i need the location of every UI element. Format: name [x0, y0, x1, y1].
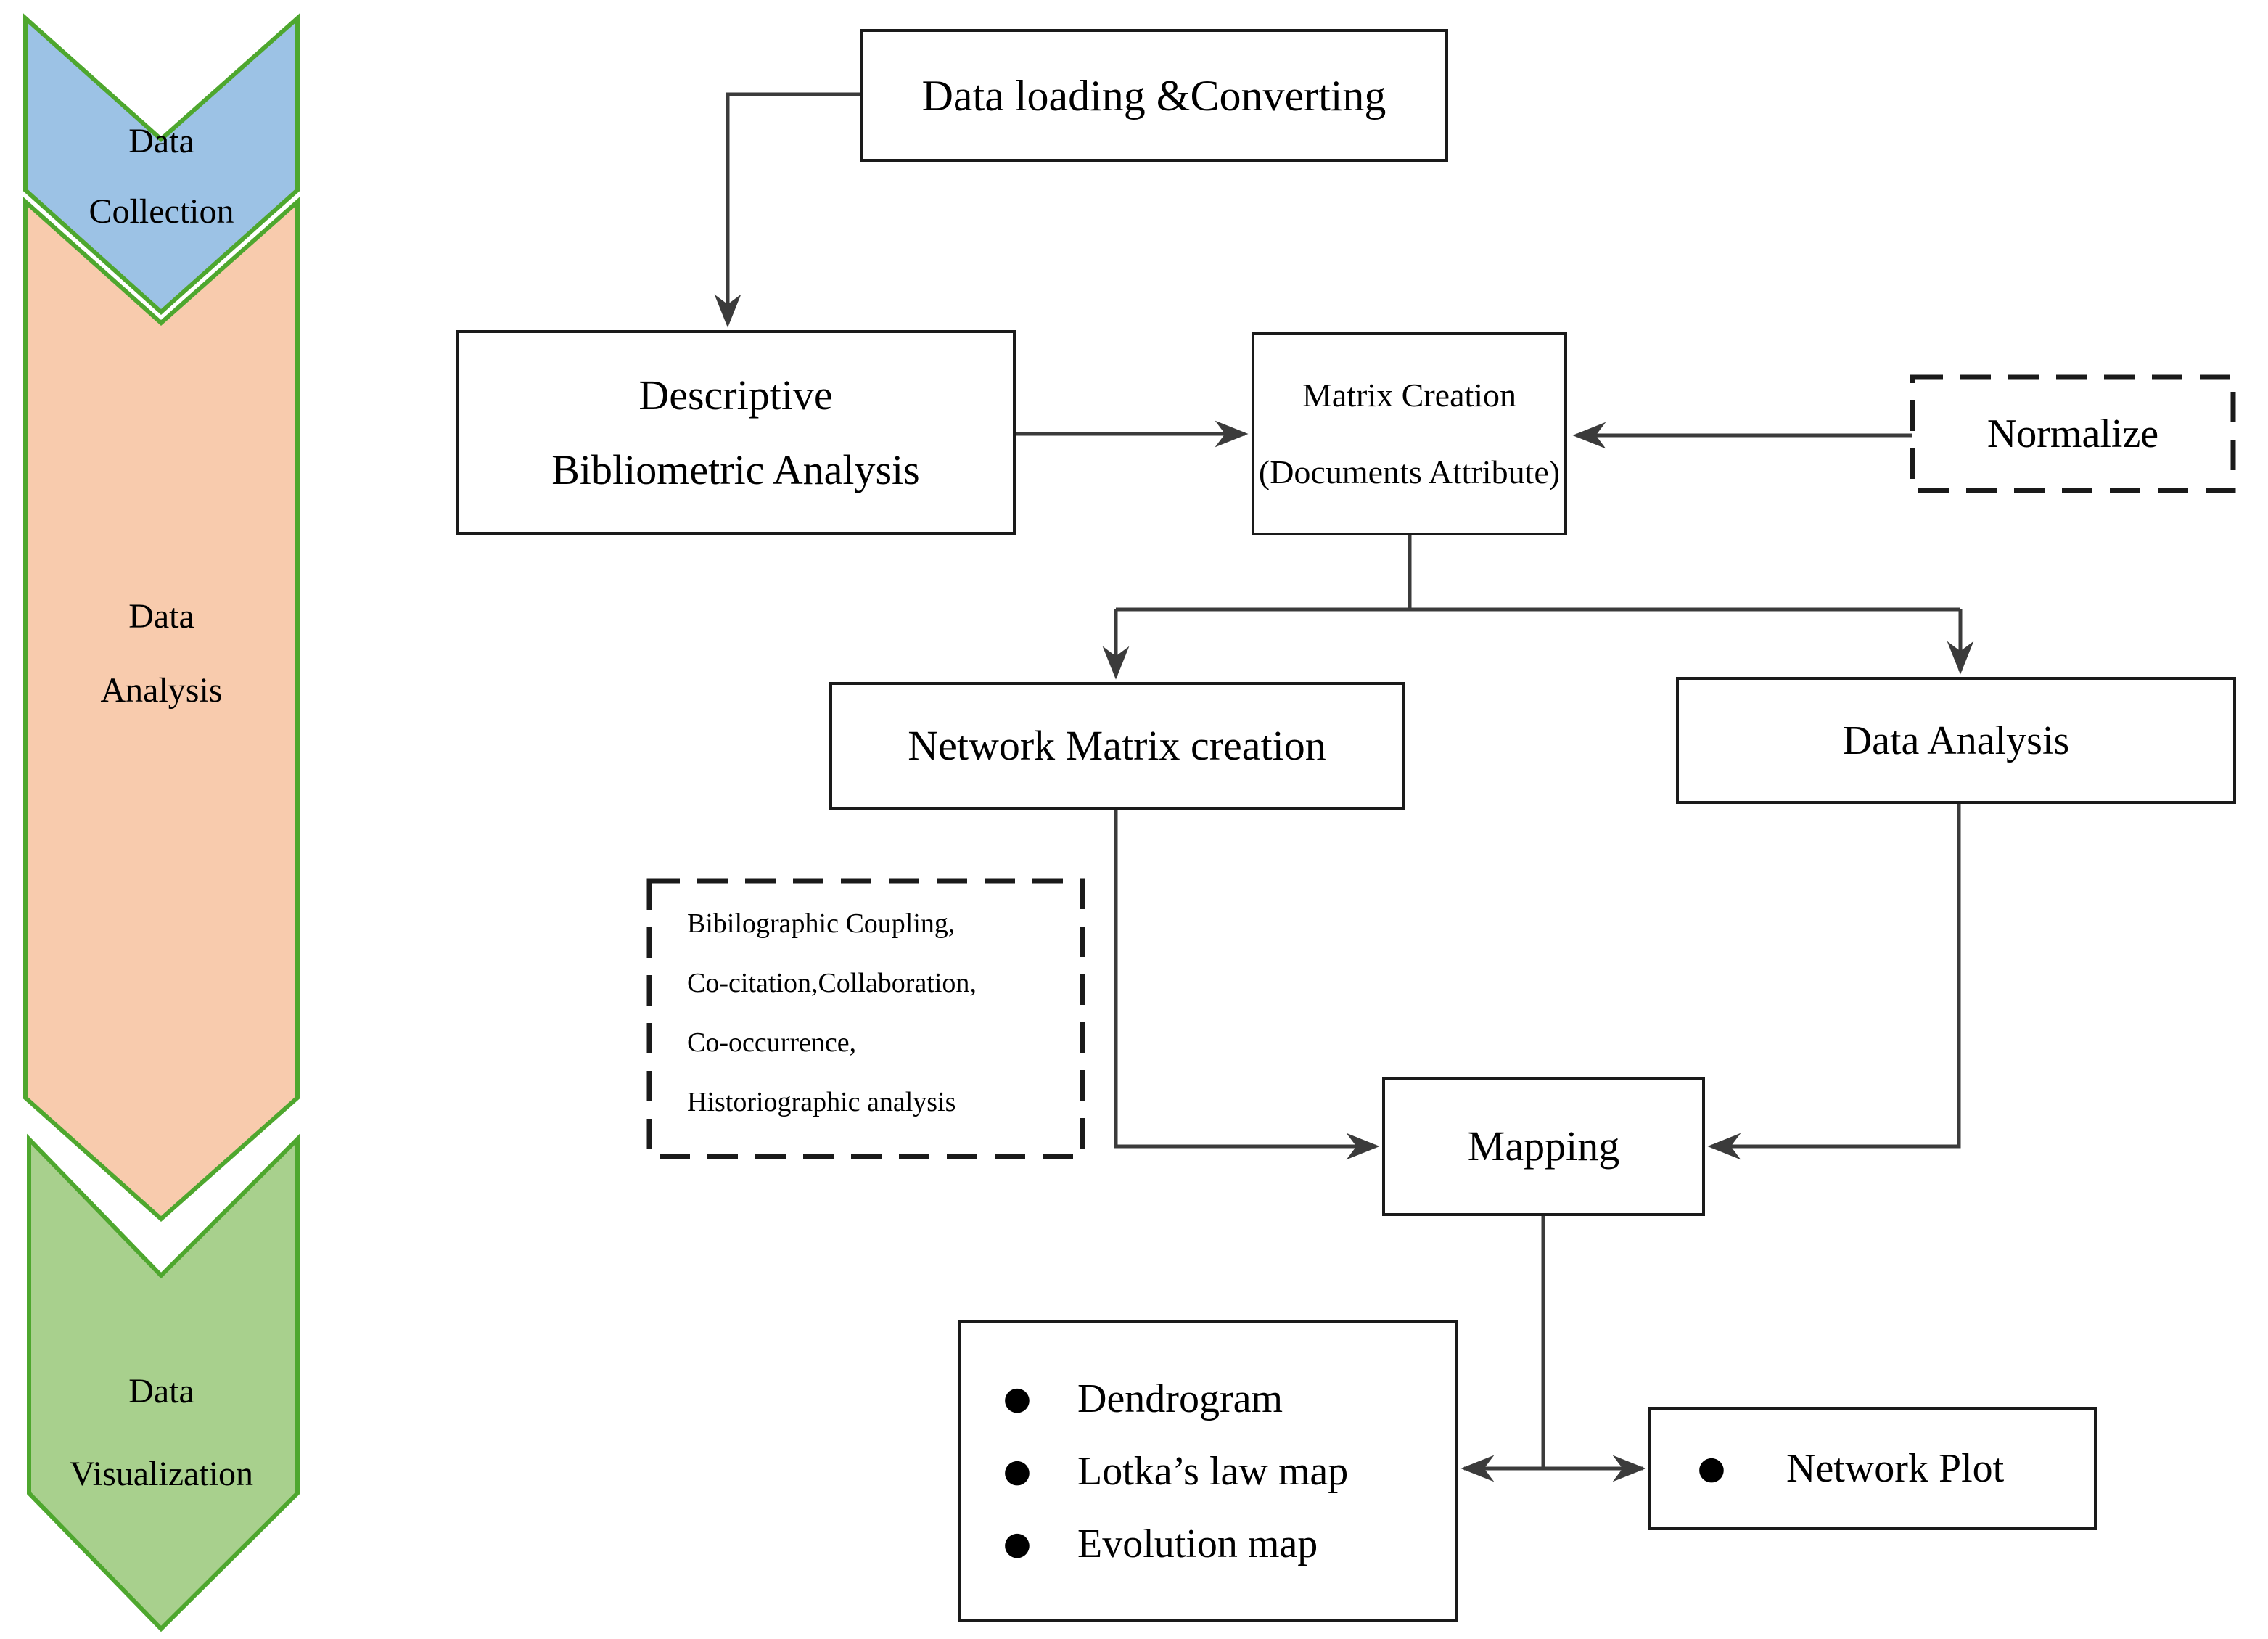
- map-output-row: ● Lotka’s law map: [1001, 1451, 1455, 1492]
- node-normalize: Normalize: [1912, 377, 2233, 490]
- node-methods-note: Bibilographic Coupling, Co-citation,Coll…: [649, 881, 1082, 1157]
- map-output-item-3: Evolution map: [1077, 1521, 1318, 1566]
- dashed-box-group: [646, 374, 2236, 1159]
- node-matrix-creation-line1: Matrix Creation: [1302, 377, 1517, 414]
- stage-collection-label-line2: Collection: [89, 192, 234, 231]
- map-output-item-2: Lotka’s law map: [1077, 1448, 1349, 1494]
- methods-note-box-outline: [646, 878, 1085, 1159]
- node-descriptive: Descriptive Bibliometric Analysis: [456, 330, 1016, 535]
- node-normalize-label: Normalize: [1986, 411, 2159, 456]
- stage-visualization-label-line2: Visualization: [69, 1455, 254, 1493]
- node-mapping: Mapping: [1382, 1077, 1705, 1216]
- map-output-row: ● Dendrogram: [1001, 1379, 1455, 1419]
- chevron-data-collection: [23, 13, 300, 316]
- bullet-icon: ●: [1003, 1379, 1032, 1417]
- node-mapping-label: Mapping: [1467, 1122, 1620, 1170]
- chevron-data-analysis: [23, 197, 300, 1223]
- connector-loading-to-descriptive: [714, 92, 860, 328]
- bullet-icon: ●: [1003, 1524, 1032, 1562]
- methods-note-line2: Co-citation,Collaboration,: [687, 968, 977, 998]
- stage-analysis-label-line2: Analysis: [100, 671, 223, 710]
- node-data-analysis: Data Analysis: [1676, 677, 2236, 804]
- chevron-data-visualization: [27, 1133, 300, 1632]
- bullet-icon: ●: [1003, 1452, 1032, 1490]
- network-plot-row: ● Network Plot: [1695, 1448, 2094, 1489]
- connector-network-matrix-to-mapping: [1114, 810, 1380, 1160]
- connectors-group: [714, 92, 1974, 1482]
- node-matrix-creation-line2: (Documents Attribute): [1258, 453, 1561, 490]
- node-descriptive-line2: Bibliometric Analysis: [551, 445, 920, 493]
- methods-note-line4: Historiographic analysis: [687, 1087, 956, 1117]
- node-descriptive-line1: Descriptive: [638, 371, 833, 419]
- stage-collection-label-line1: Data: [128, 122, 194, 160]
- node-data-analysis-label: Data Analysis: [1842, 718, 2070, 763]
- methods-note-line1: Bibilographic Coupling,: [687, 908, 956, 939]
- connector-data-analysis-to-mapping: [1707, 804, 1961, 1160]
- node-matrix-creation: Matrix Creation (Documents Attribute): [1252, 332, 1567, 535]
- node-network-matrix: Network Matrix creation: [829, 682, 1405, 810]
- node-network-plot: ● Network Plot: [1648, 1407, 2097, 1530]
- node-data-loading-label: Data loading &Converting: [921, 71, 1386, 120]
- methods-note-line3: Co-occurrence,: [687, 1027, 857, 1058]
- node-map-outputs: ● Dendrogram ● Lotka’s law map ● Evoluti…: [958, 1320, 1458, 1622]
- stage-visualization-label-line1: Data: [128, 1372, 194, 1410]
- node-network-matrix-label: Network Matrix creation: [908, 722, 1326, 769]
- map-output-item-1: Dendrogram: [1077, 1376, 1283, 1421]
- map-output-row: ● Evolution map: [1001, 1524, 1455, 1564]
- bullet-icon: ●: [1697, 1450, 1726, 1487]
- node-data-loading: Data loading &Converting: [860, 29, 1448, 162]
- node-network-plot-label: Network Plot: [1786, 1446, 2005, 1491]
- stage-analysis-label-line1: Data: [128, 597, 194, 636]
- normalize-box-outline: [1910, 374, 2236, 493]
